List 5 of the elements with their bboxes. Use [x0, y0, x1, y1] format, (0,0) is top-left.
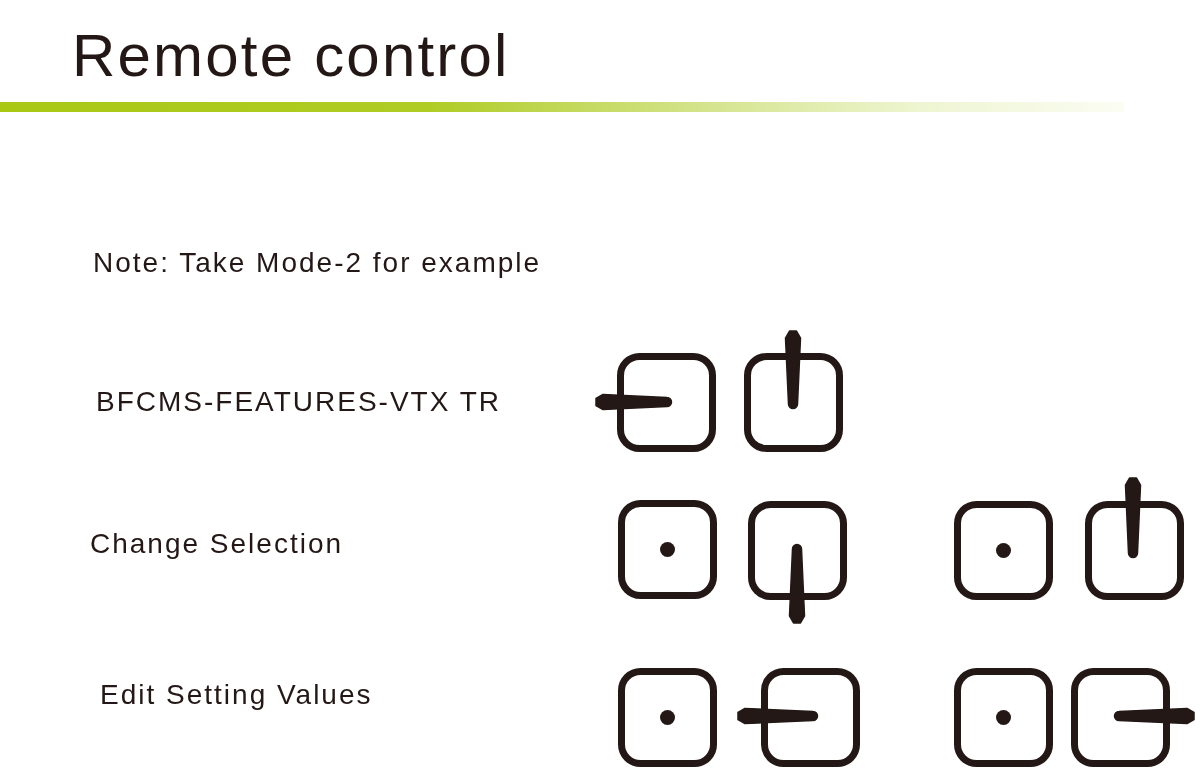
action-label: Edit Setting Values: [100, 679, 373, 711]
action-label: Change Selection: [90, 528, 344, 560]
note-text: Note: Take Mode-2 for example: [93, 247, 542, 279]
page-title: Remote control: [72, 21, 510, 91]
menu-path-text: BFCMS-FEATURES-VTX TR: [96, 386, 501, 418]
